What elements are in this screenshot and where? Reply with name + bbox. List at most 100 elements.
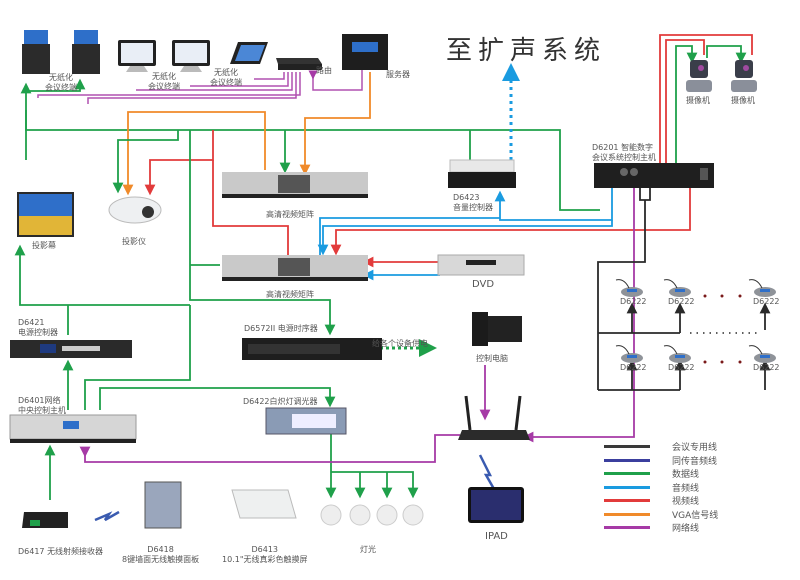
- audio-line: [317, 220, 613, 256]
- legend-label: 网络线: [672, 524, 700, 535]
- volume-controller-icon: [448, 159, 516, 188]
- wireless-icon: [478, 454, 496, 490]
- legend-swatch: [604, 485, 650, 489]
- legend: 会议专用线同传音频线数据线音频线视频线 VGA信号线网络线: [604, 440, 794, 535]
- light-bulb-icon: [320, 504, 342, 526]
- hd-video-matrix-icon: [222, 255, 368, 281]
- legend-label: 同传音频线: [672, 456, 718, 467]
- touch-screen-icon: [231, 489, 297, 519]
- legend-label: VGA信号线: [672, 510, 719, 521]
- microphone-gooseneck: [748, 345, 763, 355]
- legend-label: 数据线: [672, 470, 700, 481]
- video-line: [665, 39, 705, 185]
- legend-swatch: [604, 472, 650, 476]
- data-line: [675, 45, 698, 188]
- ipad-icon: [468, 487, 524, 523]
- legend-item: 数据线: [604, 467, 794, 481]
- microphone-gooseneck: [663, 345, 678, 355]
- video-line: [330, 188, 691, 256]
- delegate-unit-label: D6222: [753, 297, 780, 306]
- video-line: [659, 34, 753, 185]
- delegate-unit-label: D6222: [668, 363, 695, 372]
- power-supply-note: 给各个设备供电: [372, 339, 428, 348]
- lights-lines: [325, 432, 419, 499]
- central-host-icon: [9, 414, 137, 443]
- delegate-unit-screen: [760, 355, 770, 358]
- paperless-terminal-icon: [72, 30, 100, 74]
- central-host-label: D6401网络 中央控制主机: [18, 396, 66, 415]
- camera-icon: [686, 60, 712, 92]
- delegate-unit-screen: [760, 289, 770, 292]
- audio-line: [319, 217, 500, 258]
- delegate-unit-screen: [627, 355, 637, 358]
- projection-screen-label: 投影幕: [32, 241, 56, 250]
- dvd-label: DVD: [472, 279, 495, 290]
- vga-line: [299, 72, 371, 176]
- microphone-gooseneck: [663, 279, 678, 289]
- lights-label: 灯光: [360, 545, 376, 554]
- legend-item: 视频线: [604, 494, 794, 508]
- wall-panel-label: D6418 8键墙面无线触摸面板: [122, 545, 200, 564]
- pa-system-title: 至扩声系统: [446, 36, 607, 66]
- data-line: [25, 78, 86, 92]
- legend-swatch: [604, 512, 650, 516]
- paperless-terminal-label: 无纸化 会议终端: [148, 72, 180, 91]
- projector-label: 投影仪: [122, 237, 146, 246]
- delegate-unit-label: D6222: [620, 363, 647, 372]
- rf-receiver-icon: [22, 512, 68, 528]
- paperless-terminal-label: 无纸化 会议终端: [210, 68, 242, 87]
- paperless-terminal-label: 无纸化 会议终端: [45, 73, 77, 92]
- rf-receiver-label: D6417 无线射频接收器: [18, 547, 104, 556]
- legend-label: 音频线: [672, 483, 700, 494]
- microphone-gooseneck: [615, 345, 630, 355]
- data-line: [25, 110, 600, 211]
- audio-line: [494, 188, 613, 221]
- delegate-unit-screen: [675, 289, 685, 292]
- network-line: [79, 434, 460, 463]
- dimmer-label: D6422白炽灯调光器: [243, 397, 318, 406]
- data-line: [84, 305, 191, 410]
- control-pc-icon: [472, 312, 522, 346]
- microphone-gooseneck: [615, 279, 630, 289]
- router-label: 路由: [316, 66, 332, 75]
- light-bulb-icon: [349, 504, 371, 526]
- legend-item: 同传音频线: [604, 454, 794, 468]
- video-line: [144, 130, 214, 196]
- camera-icon: [731, 60, 757, 92]
- power-sequencer-icon: [242, 338, 382, 360]
- legend-item: 会议专用线: [604, 440, 794, 454]
- light-bulb-icon: [402, 504, 424, 526]
- main-control-host-icon: [594, 163, 714, 188]
- delegate-unit-screen: [675, 355, 685, 358]
- video-line: [212, 160, 289, 255]
- legend-label: 视频线: [672, 497, 700, 508]
- legend-label: 会议专用线: [672, 443, 718, 454]
- hd-matrix-label: 高清视频矩阵: [266, 290, 314, 299]
- hd-matrix-label: 高清视频矩阵: [266, 210, 314, 219]
- network-line: [522, 188, 635, 443]
- legend-swatch: [604, 526, 650, 530]
- tablet-terminal-icon: [230, 42, 268, 64]
- router-icon: [276, 58, 322, 70]
- vga-line: [122, 111, 266, 196]
- touch-screen-label: D6413 10.1"无线真彩色触摸屏: [222, 545, 308, 564]
- camera-label: 摄像机: [686, 96, 710, 105]
- ipad-label: IPAD: [485, 531, 508, 542]
- monitor-terminal-icon: [118, 40, 156, 72]
- volume-controller-label: D6423 音量控制器: [453, 193, 493, 212]
- delegate-units: [615, 279, 776, 363]
- main-host-label: D6201 智能数字 会议系统控制主机: [592, 143, 656, 162]
- ellipsis-dots: [703, 294, 742, 364]
- legend-swatch: [604, 499, 650, 503]
- delegate-unit-screen: [627, 289, 637, 292]
- network-lines-top: [37, 70, 363, 104]
- dvd-player-icon: [437, 254, 525, 276]
- dimmer-icon: [265, 407, 347, 435]
- legend-item: 网络线: [604, 521, 794, 535]
- delegate-unit-label: D6222: [620, 297, 647, 306]
- data-line: [99, 387, 336, 410]
- monitor-terminal-icon: [172, 40, 210, 72]
- paperless-terminal-icon: [22, 30, 50, 74]
- microphone-gooseneck: [748, 279, 763, 289]
